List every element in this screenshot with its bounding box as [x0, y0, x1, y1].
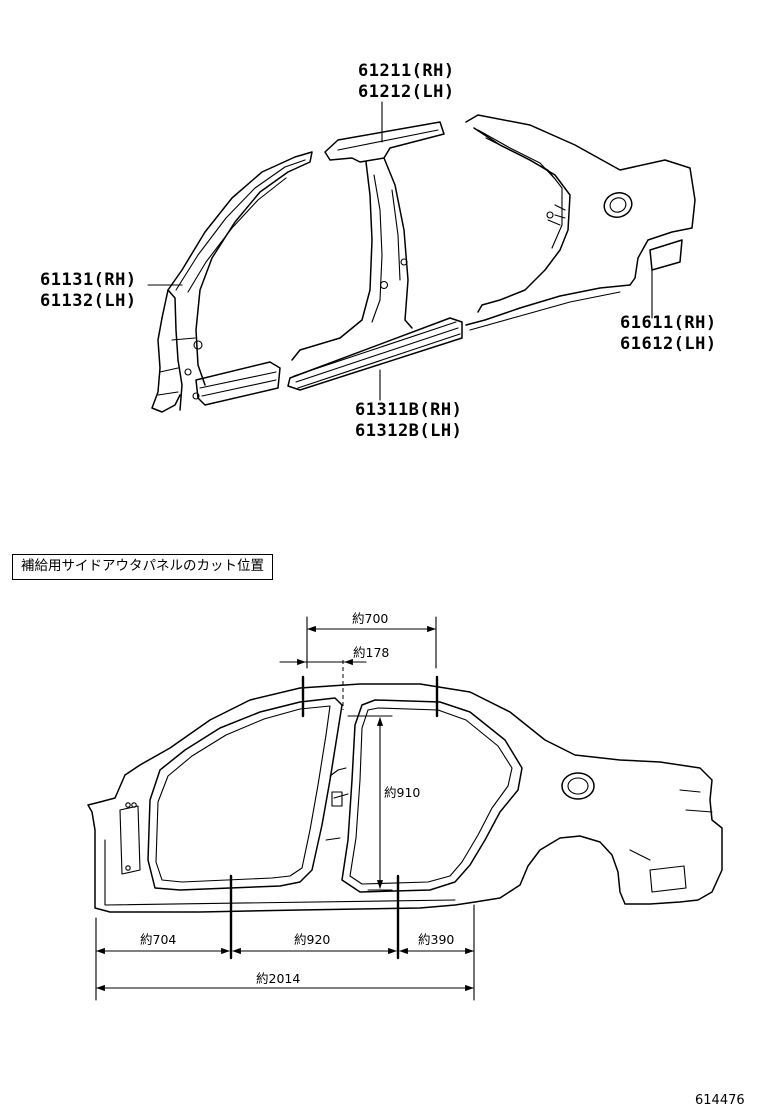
- dim-front: 約704: [140, 932, 177, 947]
- dim-pillar-offset: 約178: [353, 645, 390, 660]
- quarter-panel: [465, 114, 696, 331]
- part-number-center-pillar-rh: 61211(RH): [358, 61, 455, 81]
- front-pillar-panel: [151, 151, 313, 413]
- part-number-quarter-lh: 61612(LH): [620, 334, 717, 354]
- part-number-rocker-lh: 61312B(LH): [355, 421, 463, 441]
- part-number-center-pillar-lh: 61212(LH): [358, 82, 455, 102]
- dimension-lines: [95, 616, 475, 1001]
- leader-lines-top: [147, 101, 653, 401]
- part-number-front-pillar-rh: 61131(RH): [40, 270, 137, 290]
- cut-lines: [229, 660, 439, 960]
- part-number-rocker-rh: 61311B(RH): [355, 400, 463, 420]
- part-number-front-pillar-lh: 61132(LH): [40, 291, 137, 311]
- center-pillar-panel: [287, 121, 463, 391]
- dim-top-span: 約700: [352, 611, 389, 626]
- illustration-number: 614476: [695, 1093, 745, 1108]
- side-panel-outline: [87, 683, 723, 913]
- dim-overall: 約2014: [256, 971, 301, 986]
- cut-position-caption: 補給用サイドアウタパネルのカット位置: [12, 554, 273, 580]
- dim-middle: 約920: [294, 932, 331, 947]
- dim-height: 約910: [384, 785, 421, 800]
- dim-rear: 約390: [418, 932, 455, 947]
- part-number-quarter-rh: 61611(RH): [620, 313, 717, 333]
